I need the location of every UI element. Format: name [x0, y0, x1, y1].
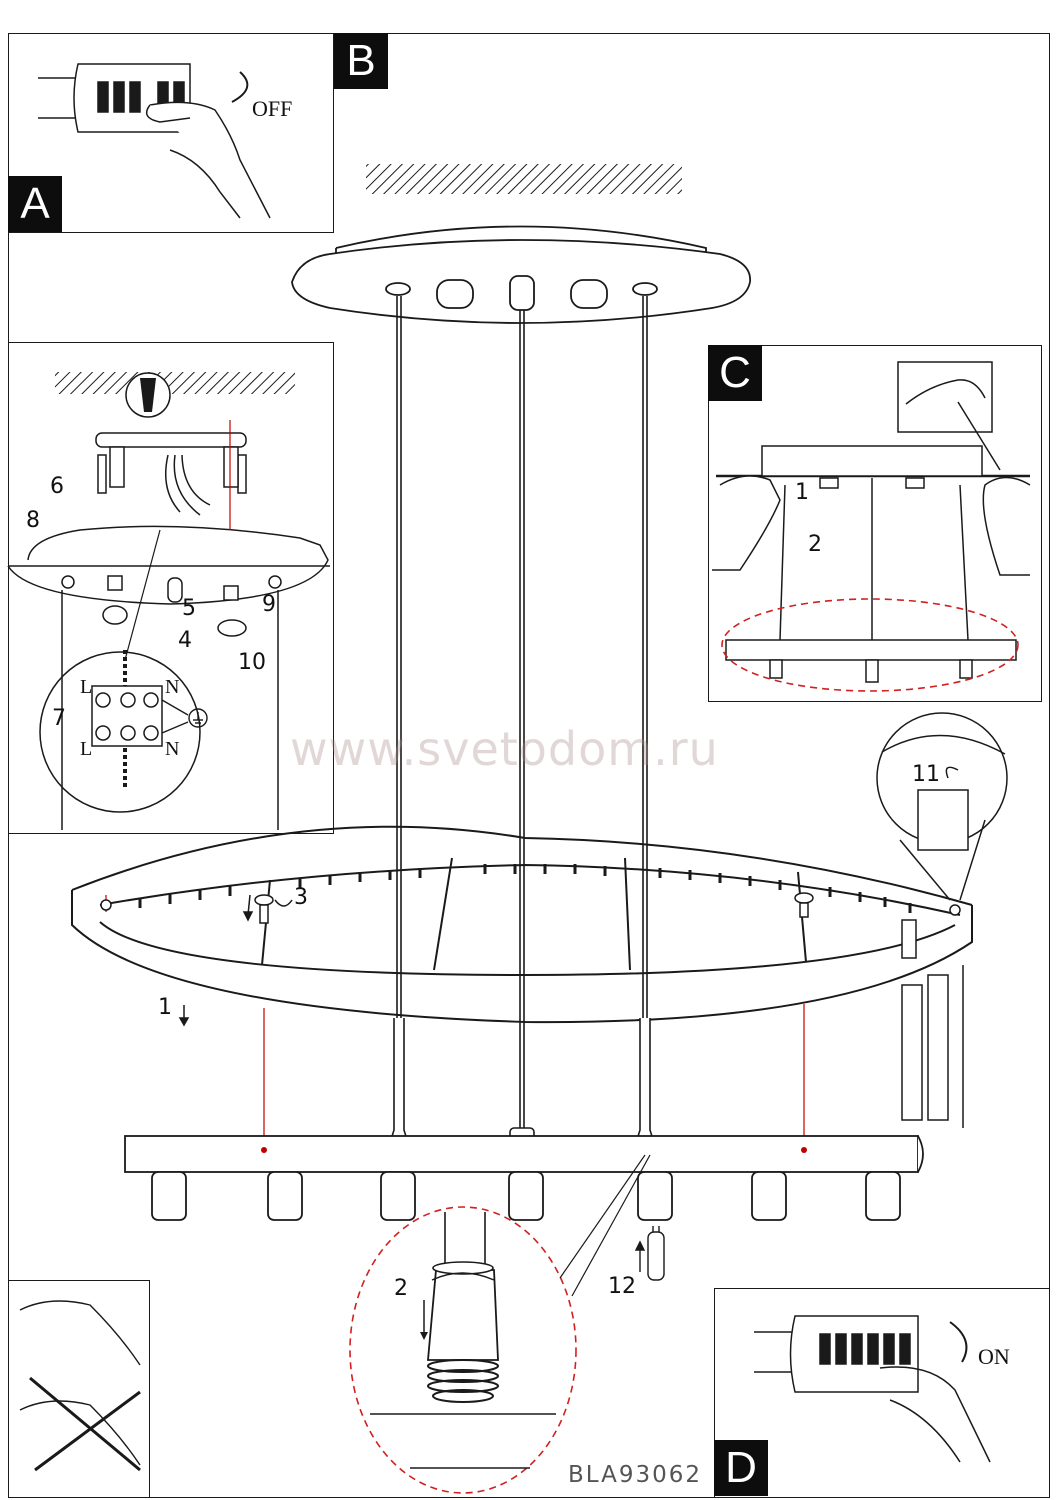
- step-10: 10: [238, 650, 266, 675]
- panel-c-drawing: [712, 361, 1031, 683]
- pendant-stems: [389, 1018, 655, 1155]
- step-3: 3: [294, 885, 308, 910]
- arrow-icon: [949, 1321, 968, 1363]
- panel-c-label: C: [708, 345, 762, 401]
- led-ring: [71, 825, 973, 1024]
- panel-d-label: D: [714, 1440, 768, 1496]
- canopy: [291, 225, 751, 324]
- detail-pointer: [124, 529, 161, 661]
- ceiling-hatch-icon: [366, 164, 682, 194]
- wiring-terminal: [95, 650, 159, 790]
- arrow-icon: [178, 894, 293, 1027]
- bulb-g9-icon: [634, 1226, 665, 1281]
- step-8: 8: [26, 508, 40, 533]
- screw-icon: [100, 892, 961, 924]
- watermark: www.svetodom.ru: [290, 722, 719, 776]
- lampholder-detail: [349, 1154, 651, 1494]
- panel-a: [8, 33, 334, 233]
- step-4: 4: [178, 628, 192, 653]
- step-5: 5: [182, 596, 196, 621]
- wire-l-bottom: L: [80, 738, 93, 760]
- panel-d-action: ON: [978, 1344, 1010, 1369]
- step-11: 11: [912, 762, 940, 787]
- step-9: 9: [262, 592, 276, 617]
- wire-l-top: L: [80, 676, 93, 698]
- panel-c: [708, 345, 1042, 702]
- panel-bottom-left: [8, 1280, 150, 1498]
- panel-install: [8, 342, 334, 834]
- model-code: BLA93062: [568, 1462, 703, 1488]
- step-6: 6: [50, 474, 64, 499]
- suspension-cables: [396, 296, 648, 1128]
- ring-highlight: [721, 598, 1019, 692]
- hand-icon: [19, 1300, 141, 1472]
- step-7: 7: [52, 706, 66, 731]
- panel-a-action: OFF: [252, 96, 293, 121]
- light-bar: [124, 1135, 924, 1221]
- step-c-1: 1: [795, 480, 809, 505]
- step-12: 12: [608, 1274, 636, 1299]
- panel-a-label: A: [8, 176, 62, 232]
- ground-symbol-icon: [161, 699, 208, 734]
- hand-icon: [145, 101, 271, 219]
- panel-d: [714, 1288, 1050, 1498]
- ceiling-hatch-icon: [55, 372, 295, 394]
- red-alignment-lines: [105, 895, 805, 1150]
- step-2: 2: [394, 1276, 408, 1301]
- crystal-rods: [901, 919, 964, 1128]
- ring-clips: [138, 864, 912, 913]
- wire-n-top: N: [165, 676, 180, 698]
- step-1: 1: [158, 995, 172, 1020]
- wire-n-bottom: N: [165, 738, 180, 760]
- mounting-bracket: [7, 372, 330, 830]
- panel-b-label: B: [334, 33, 388, 89]
- circuit-breaker-icon: [754, 1315, 991, 1463]
- rod-hook-detail: [876, 712, 1008, 901]
- arrow-icon: [231, 71, 249, 103]
- step-c-2: 2: [808, 532, 822, 557]
